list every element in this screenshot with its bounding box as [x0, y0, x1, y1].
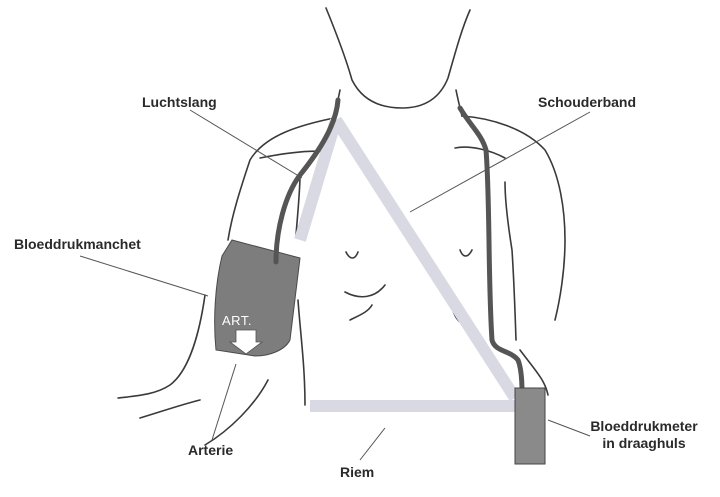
shoulder-strap-back	[300, 120, 336, 240]
leader-schouderband	[410, 112, 590, 212]
leader-arterie	[212, 364, 236, 440]
chest-line-2	[350, 305, 372, 320]
label-schouderband: Schouderband	[538, 94, 636, 111]
head-outline	[326, 8, 470, 108]
right-armpit	[505, 182, 516, 340]
label-bloeddrukmeter: Bloeddrukmeter in draaghuls	[578, 418, 710, 452]
label-bloeddrukmanchet: Bloeddrukmanchet	[14, 236, 141, 253]
left-nipple	[346, 252, 358, 258]
label-luchtslang: Luchtslang	[142, 94, 217, 111]
right-nipple	[460, 250, 472, 256]
left-side	[298, 300, 305, 405]
left-arm-lower	[118, 295, 205, 398]
left-hand-line	[205, 380, 268, 445]
art-marker-label: ART.	[222, 313, 252, 328]
blood-pressure-cuff	[215, 240, 300, 356]
blood-pressure-monitor	[515, 388, 545, 464]
right-clavicle	[455, 147, 505, 158]
chest-line	[345, 285, 385, 297]
label-bloeddrukmeter-line2: in draaghuls	[578, 435, 710, 452]
label-riem: Riem	[340, 464, 374, 481]
shoulder-strap	[300, 120, 516, 406]
leader-luchtslang	[190, 110, 302, 178]
leader-bloeddrukmanchet	[80, 256, 208, 296]
label-arterie: Arterie	[188, 442, 233, 459]
left-forearm	[140, 400, 200, 418]
leader-riem	[360, 428, 385, 460]
label-bloeddrukmeter-line1: Bloeddrukmeter	[578, 418, 710, 435]
